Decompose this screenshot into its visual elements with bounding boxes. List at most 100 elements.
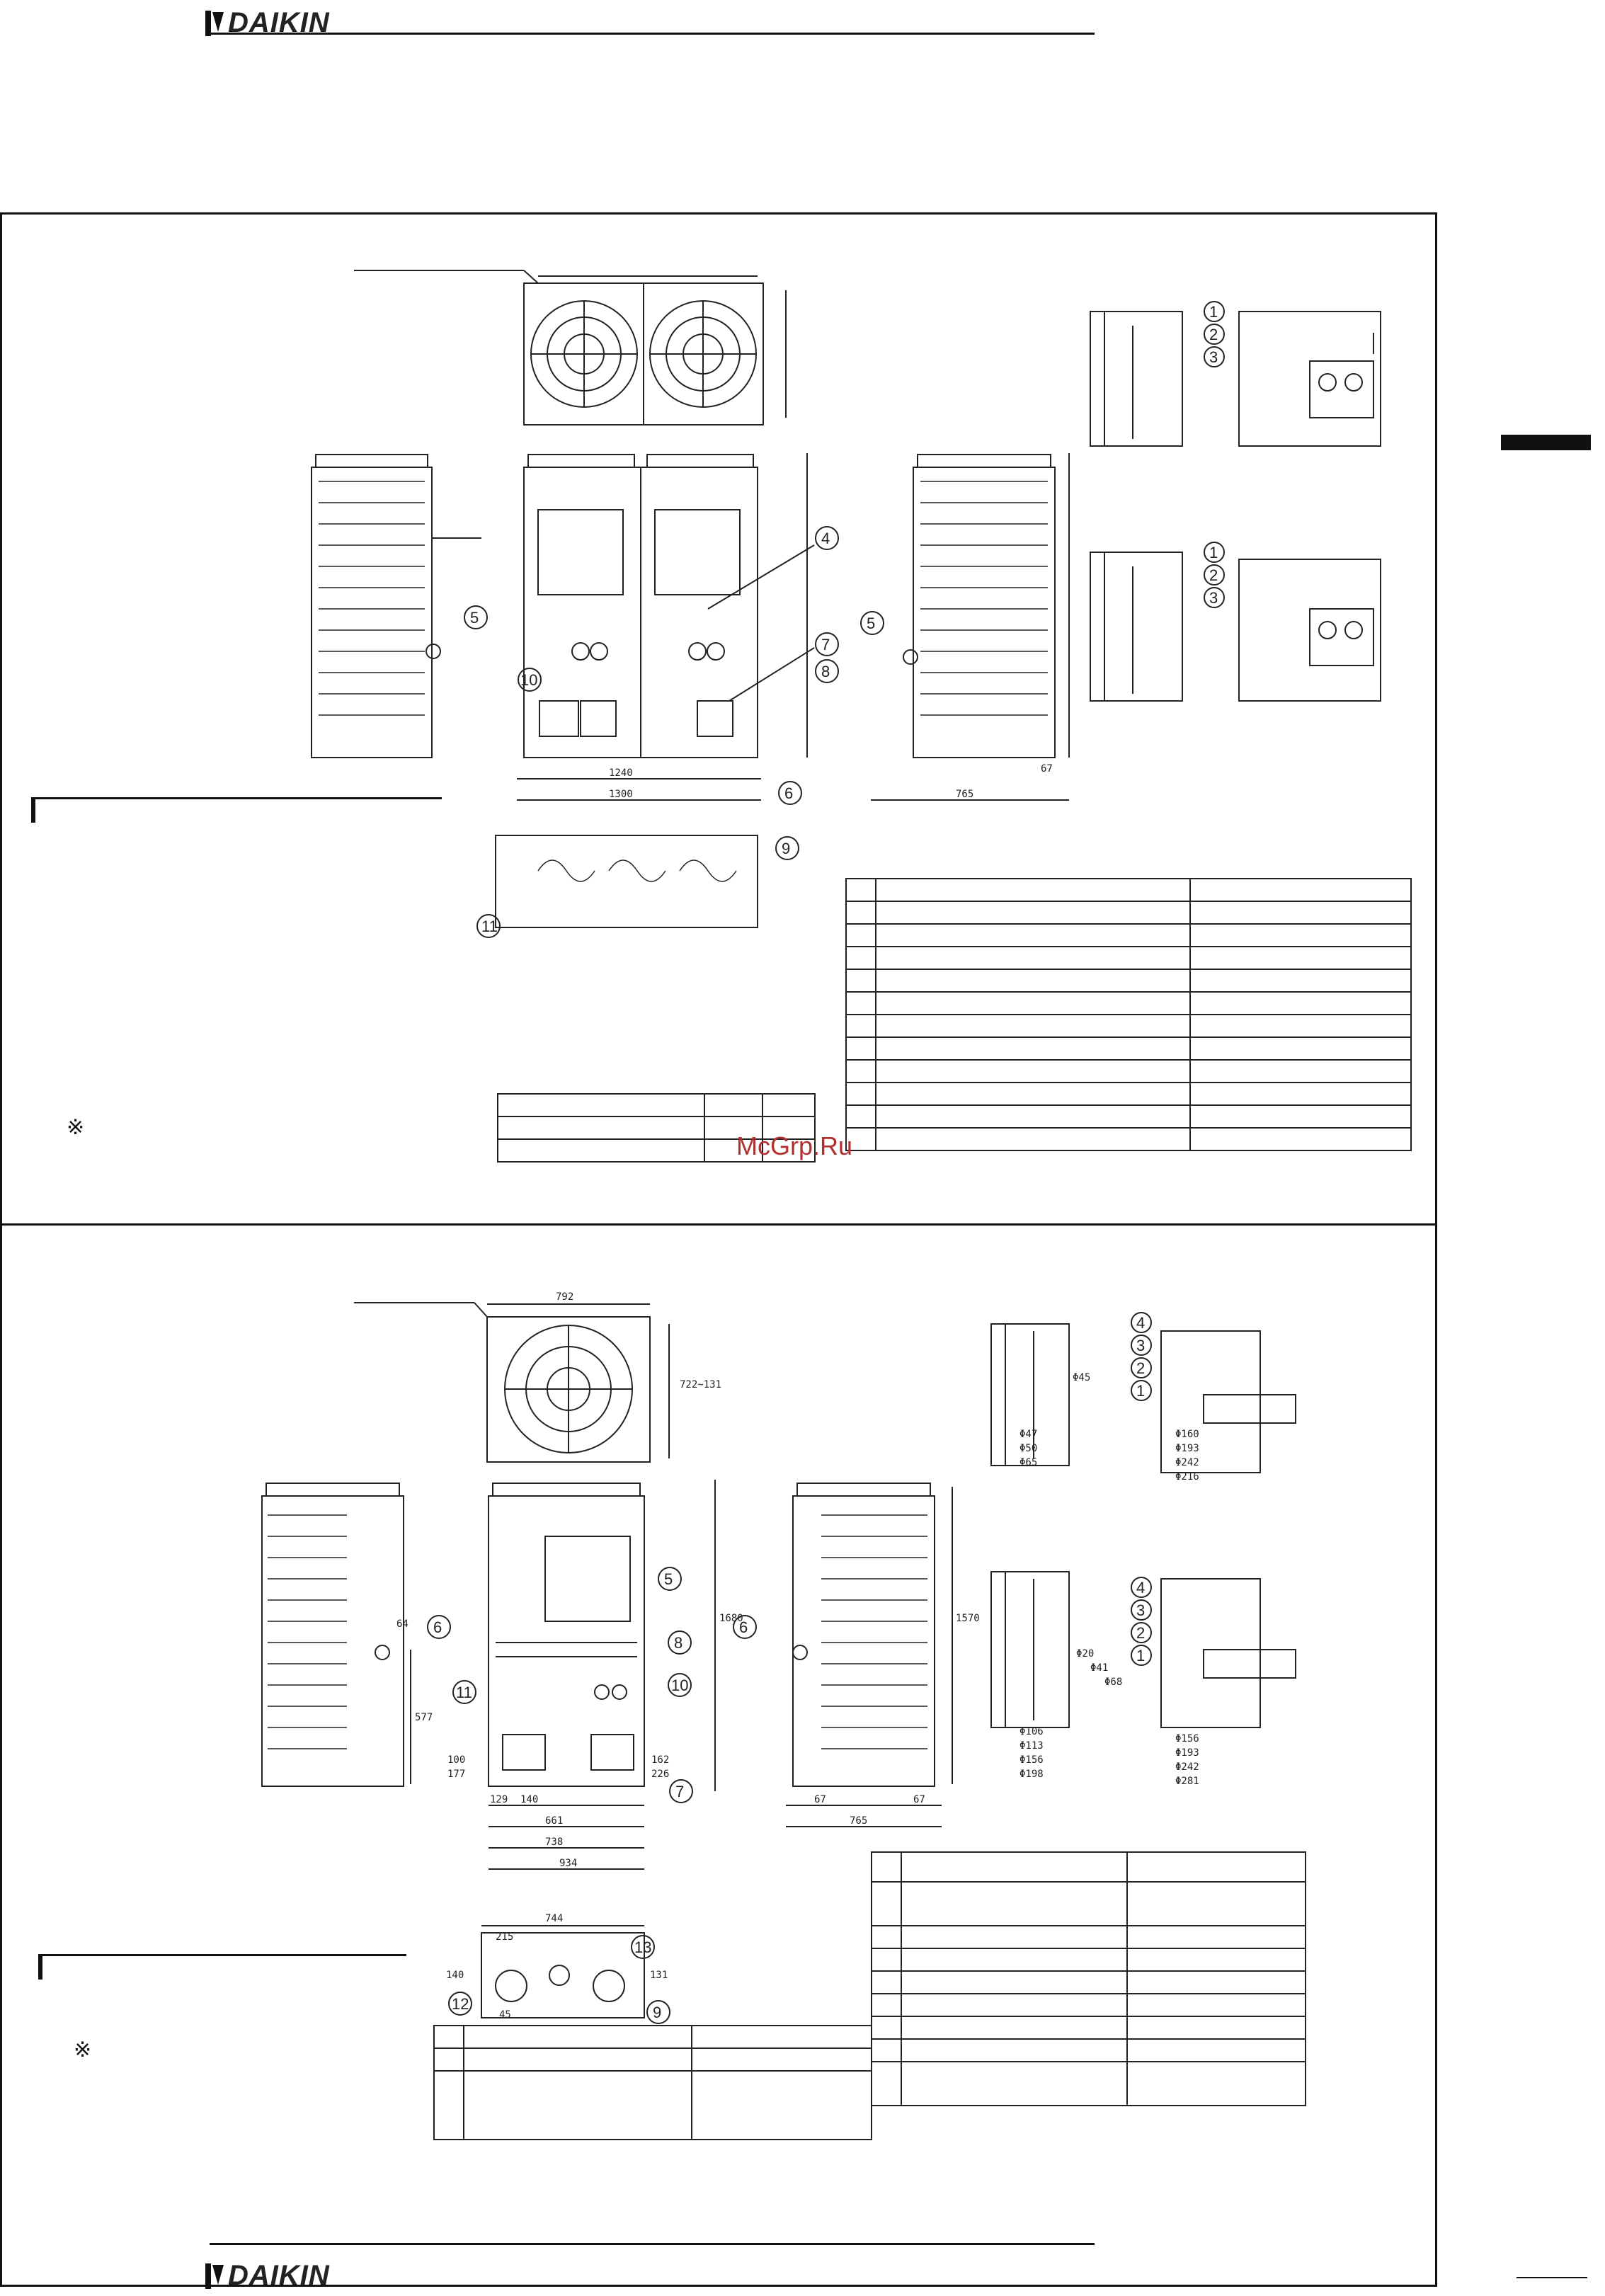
svg-text:67: 67	[814, 1794, 826, 1805]
svg-text:10: 10	[671, 1677, 688, 1694]
svg-text:Φ281: Φ281	[1175, 1776, 1199, 1787]
section-bottom: ※ 792 722~131 64 6 577	[0, 1225, 1437, 2287]
parts-table-top	[845, 878, 1412, 1151]
svg-text:2: 2	[1136, 1624, 1145, 1642]
svg-text:661: 661	[545, 1815, 563, 1827]
svg-text:215: 215	[496, 1931, 513, 1943]
section-top-drawing: 5 1240 1300 4 7 8 6 10 5 765 6	[311, 270, 1381, 938]
svg-text:7: 7	[821, 636, 830, 653]
svg-text:6: 6	[433, 1618, 442, 1636]
content-frame	[0, 212, 1437, 2287]
svg-text:1: 1	[1209, 544, 1218, 561]
svg-text:3: 3	[1136, 1337, 1145, 1354]
svg-text:11: 11	[456, 1684, 472, 1701]
svg-text:Φ198: Φ198	[1019, 1769, 1044, 1780]
svg-text:10: 10	[520, 671, 537, 689]
section-divider	[0, 1223, 1437, 1226]
section-bottom-drawing: 792 722~131 64 6 577 1680 5 8 10 7 11	[261, 1291, 1296, 2024]
svg-text:100: 100	[447, 1754, 465, 1766]
svg-text:3: 3	[1209, 589, 1218, 607]
footer-logo: DAIKIN	[205, 2260, 330, 2292]
svg-text:Φ20: Φ20	[1076, 1648, 1094, 1660]
svg-text:Φ216: Φ216	[1175, 1471, 1199, 1483]
svg-text:2: 2	[1209, 326, 1218, 343]
svg-text:1: 1	[1136, 1647, 1145, 1664]
fan-grille-icon	[649, 300, 757, 408]
pipe-detail-a: Φ45 Φ47 Φ50 Φ65	[990, 1323, 1090, 1468]
svg-text:Φ45: Φ45	[1073, 1372, 1090, 1383]
svg-text:162: 162	[651, 1754, 669, 1766]
section-bottom-heading-bar	[38, 1954, 406, 1956]
section-top: ※ 5	[0, 212, 1437, 1225]
svg-text:1: 1	[1136, 1382, 1145, 1400]
svg-text:9: 9	[782, 840, 790, 857]
svg-text:140: 140	[520, 1794, 538, 1805]
svg-text:1570: 1570	[956, 1613, 980, 1624]
daikin-logo-icon	[205, 2263, 224, 2289]
pipe-detail-d: 4 3 2 1 Φ156 Φ193 Φ242 Φ281	[1131, 1577, 1296, 1787]
svg-text:67: 67	[1041, 763, 1053, 775]
svg-text:Φ242: Φ242	[1175, 1457, 1199, 1468]
svg-text:131: 131	[650, 1970, 668, 1981]
svg-text:3: 3	[1136, 1601, 1145, 1619]
svg-text:5: 5	[664, 1570, 673, 1588]
svg-text:5: 5	[470, 609, 479, 627]
svg-text:792: 792	[556, 1291, 573, 1303]
section-bottom-note-symbol: ※	[74, 2038, 92, 2062]
svg-text:177: 177	[447, 1769, 465, 1780]
svg-text:Φ156: Φ156	[1019, 1754, 1044, 1766]
pipe-detail-c: Φ20 Φ41 Φ68 Φ106 Φ113 Φ156 Φ198	[990, 1571, 1122, 1780]
svg-text:11: 11	[481, 918, 498, 935]
section-bottom-heading-mark	[38, 1954, 42, 1980]
svg-text:2: 2	[1209, 566, 1218, 584]
svg-text:13: 13	[634, 1938, 651, 1956]
svg-text:4: 4	[1136, 1314, 1145, 1332]
svg-text:4: 4	[821, 530, 830, 547]
svg-text:765: 765	[850, 1815, 867, 1827]
svg-text:5: 5	[867, 615, 875, 632]
svg-text:Φ47: Φ47	[1019, 1429, 1037, 1440]
svg-text:140: 140	[446, 1970, 464, 1981]
header-rule	[210, 33, 1095, 35]
svg-text:1240: 1240	[609, 767, 633, 779]
svg-text:1300: 1300	[609, 789, 633, 800]
svg-text:738: 738	[545, 1837, 563, 1848]
parts-table-bottom	[871, 1851, 1306, 2106]
svg-text:1: 1	[1209, 303, 1218, 321]
section-top-note-symbol: ※	[67, 1116, 85, 1139]
svg-text:12: 12	[452, 1995, 469, 2013]
svg-text:Φ106: Φ106	[1019, 1726, 1044, 1737]
svg-text:7: 7	[675, 1783, 684, 1800]
svg-text:Φ41: Φ41	[1090, 1662, 1108, 1674]
section-top-heading-mark	[31, 797, 35, 823]
svg-text:64: 64	[396, 1618, 409, 1630]
section-top-heading-bar	[31, 797, 442, 799]
svg-text:1680: 1680	[719, 1613, 743, 1624]
svg-text:744: 744	[545, 1913, 563, 1924]
svg-text:Φ50: Φ50	[1019, 1443, 1037, 1454]
svg-text:Φ65: Φ65	[1019, 1457, 1037, 1468]
pipe-detail-b: 4 3 2 1 Φ160 Φ193 Φ242 Φ216	[1131, 1312, 1296, 1483]
svg-text:4: 4	[1136, 1579, 1145, 1597]
svg-text:934: 934	[559, 1858, 577, 1869]
svg-text:Φ193: Φ193	[1175, 1747, 1199, 1759]
svg-text:577: 577	[415, 1712, 433, 1723]
footer-rule	[210, 2243, 1095, 2245]
svg-text:765: 765	[956, 789, 973, 800]
pipe-detail-top: 1 2 3	[1090, 301, 1381, 447]
daikin-logo-icon	[205, 11, 224, 36]
svg-text:Φ156: Φ156	[1175, 1733, 1199, 1744]
page-number-rule	[1517, 2277, 1587, 2278]
svg-text:3: 3	[1209, 348, 1218, 366]
svg-text:6: 6	[739, 1618, 748, 1636]
svg-text:2: 2	[1136, 1359, 1145, 1377]
svg-text:9: 9	[653, 2004, 661, 2021]
section-tab	[1501, 435, 1591, 450]
parts-table-bottom-left	[433, 2025, 872, 2140]
svg-text:Φ113: Φ113	[1019, 1740, 1044, 1752]
svg-text:6: 6	[784, 784, 793, 802]
watermark: McGrp.Ru	[736, 1131, 853, 1160]
pipe-detail-middle: 1 2 3	[1090, 542, 1381, 702]
svg-text:722~131: 722~131	[680, 1379, 721, 1390]
svg-text:Φ242: Φ242	[1175, 1761, 1199, 1773]
